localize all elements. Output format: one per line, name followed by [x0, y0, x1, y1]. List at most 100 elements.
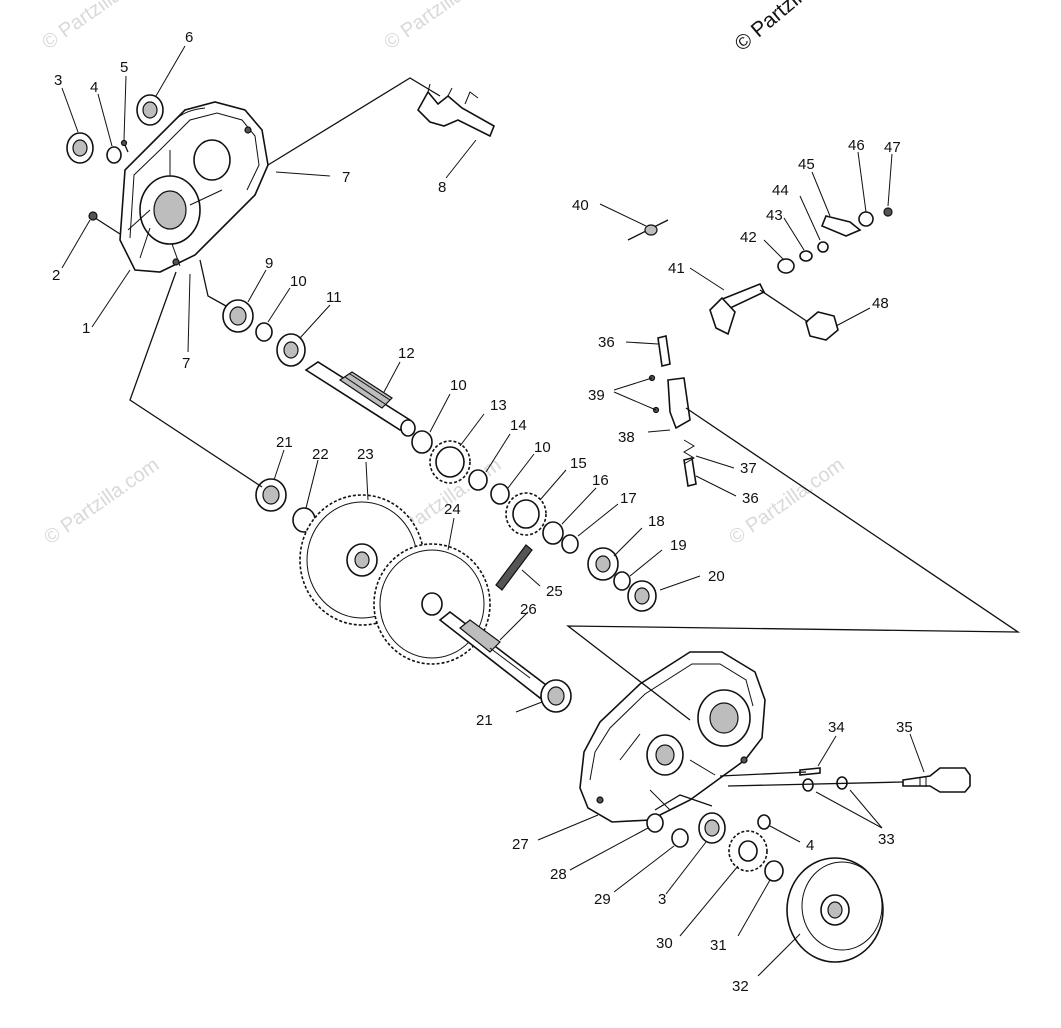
callout-label: 6 [185, 29, 193, 46]
spring-part-37 [683, 439, 695, 465]
callout-label: 44 [772, 182, 789, 199]
callout-label: 12 [398, 345, 415, 362]
washer-part-10c [490, 483, 510, 505]
right-case-housing [579, 651, 766, 823]
dowel-part-29 [671, 828, 689, 848]
assembly-lines [129, 77, 1021, 811]
callout-label: 15 [570, 455, 587, 472]
bearing-part-9 [222, 299, 254, 333]
washer-part-43 [799, 250, 813, 262]
bolt-part-40 [627, 219, 669, 241]
callout-label: 1 [82, 320, 90, 337]
washer-part-17 [561, 534, 579, 554]
nut-part-47 [883, 207, 893, 217]
detent-part-36a [657, 335, 671, 367]
callout-labels: 1 2 3 4 5 6 7 7 8 9 10 10 10 11 12 13 14… [52, 29, 913, 995]
bearing-part-11 [276, 333, 306, 367]
callout-label: 3 [658, 891, 666, 908]
leader-lines [61, 45, 925, 977]
dowel-part-4 [106, 146, 122, 164]
callout-label: 46 [848, 137, 865, 154]
plate-part-38 [667, 377, 691, 430]
seal-part-6 [136, 94, 164, 126]
callout-label: 41 [668, 260, 685, 277]
copyright-text: © Partzilla.com [730, 0, 853, 56]
callout-label: 27 [512, 836, 529, 853]
callout-label: 7 [182, 355, 190, 372]
callout-label: 42 [740, 229, 757, 246]
callout-label: 21 [476, 712, 493, 729]
callout-label: 2 [52, 267, 60, 284]
chain-part-25 [495, 544, 533, 591]
washer-part-14 [468, 469, 488, 491]
callout-label: 25 [546, 583, 563, 600]
bearing-part-20 [627, 580, 657, 612]
callout-label: 7 [342, 169, 350, 186]
callout-label: 35 [896, 719, 913, 736]
callout-label: 4 [806, 837, 814, 854]
callout-label: 20 [708, 568, 725, 585]
seal-part-3b [698, 812, 726, 844]
gear-part-15 [505, 492, 547, 536]
shift-fork-part-8 [417, 83, 496, 138]
bearing-part-21a [255, 478, 287, 512]
dowel-part-4b [757, 814, 771, 830]
callout-label: 18 [648, 513, 665, 530]
callout-label: 23 [357, 446, 374, 463]
watermark-text: © Partzilla.com [380, 0, 503, 54]
callout-label: 36 [598, 334, 615, 351]
callout-label: 9 [265, 255, 273, 272]
callout-label: 37 [740, 460, 757, 477]
callout-label: 21 [276, 434, 293, 451]
callout-label: 4 [90, 79, 98, 96]
callout-label: 39 [588, 387, 605, 404]
shift-shaft-part-41 [709, 282, 766, 336]
callout-label: 47 [884, 139, 901, 156]
seal-part-3 [66, 132, 94, 164]
callout-label: 10 [290, 273, 307, 290]
sheave-part-32 [786, 857, 884, 963]
bearing-part-21b [540, 679, 572, 713]
callout-label: 13 [490, 397, 507, 414]
callout-label: 19 [670, 537, 687, 554]
callout-label: 3 [54, 72, 62, 89]
pin-part-5 [120, 139, 129, 153]
callout-label: 38 [618, 429, 635, 446]
watermark-text: © Partzilla.com [38, 0, 161, 54]
callout-label: 10 [450, 377, 467, 394]
bearing-part-18 [587, 547, 619, 581]
callout-label: 33 [878, 831, 895, 848]
callout-label: 10 [534, 439, 551, 456]
shaft-part-26 [438, 610, 552, 700]
shaft-part-35 [902, 767, 971, 793]
callout-label: 22 [312, 446, 329, 463]
arm-part-45 [820, 215, 862, 237]
washer-part-16 [542, 521, 564, 545]
screws-part-39 [648, 374, 660, 414]
callout-label: 43 [766, 207, 783, 224]
bolt-part-2 [88, 211, 121, 235]
gear-part-13 [429, 440, 471, 484]
callout-label: 32 [732, 978, 749, 995]
callout-label: 29 [594, 891, 611, 908]
callout-label: 14 [510, 417, 527, 434]
washer-part-46 [858, 211, 874, 227]
washer-part-28 [646, 813, 664, 833]
watermark-text: © Partzilla.com [40, 454, 163, 549]
left-case-cover [119, 101, 269, 273]
callout-label: 17 [620, 490, 637, 507]
pin-part-34 [799, 767, 821, 776]
shaft-part-12 [304, 361, 416, 437]
washer-part-42 [777, 258, 795, 274]
callout-label: 16 [592, 472, 609, 489]
detent-part-36b [683, 457, 697, 487]
callout-label: 48 [872, 295, 889, 312]
callout-label: 30 [656, 935, 673, 952]
callout-label: 45 [798, 156, 815, 173]
washer-part-31 [764, 860, 784, 882]
plug-part-48 [805, 311, 839, 341]
sprocket-part-30 [728, 830, 768, 872]
callout-label: 11 [326, 289, 342, 306]
